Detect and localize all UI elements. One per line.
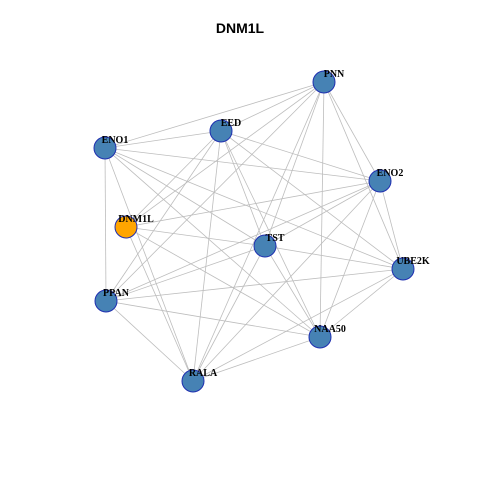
edge-eno1-ppan	[104, 147, 107, 302]
edge-pnn-eno2	[323, 81, 381, 182]
node-tst	[253, 234, 277, 258]
edge-dnm1l-rala	[125, 226, 194, 382]
edge-eed-dnm1l	[125, 130, 222, 228]
node-ppan	[94, 289, 118, 313]
node-ube2k	[391, 257, 415, 281]
edge-tst-rala	[192, 245, 266, 382]
edge-pnn-rala	[192, 81, 325, 382]
edge-ube2k-naa50	[319, 268, 404, 338]
edge-eno2-naa50	[319, 180, 381, 338]
node-pnn	[312, 70, 336, 94]
edge-pnn-dnm1l	[125, 81, 325, 228]
edge-tst-ppan	[105, 245, 266, 302]
node-label-eno1: ENO1	[102, 135, 129, 146]
edge-ppan-rala	[105, 300, 194, 382]
edge-eno1-rala	[104, 147, 194, 382]
node-dnm1l	[114, 215, 138, 239]
node-label-pnn: PNN	[324, 69, 345, 80]
edge-pnn-eno1	[104, 81, 325, 149]
edge-eno1-naa50	[104, 147, 321, 338]
edge-pnn-naa50	[319, 81, 325, 338]
node-label-tst: TST	[266, 233, 285, 244]
node-label-eno2: ENO2	[377, 168, 404, 179]
edge-eed-ube2k	[220, 130, 404, 270]
node-layer	[93, 70, 415, 393]
edge-eno1-ube2k	[104, 147, 404, 270]
graph-title: DNM1L	[215, 20, 265, 36]
edge-eno2-tst	[264, 180, 381, 247]
edge-eed-rala	[192, 130, 222, 382]
edge-ube2k-ppan	[105, 268, 404, 302]
edge-dnm1l-naa50	[125, 226, 321, 338]
edge-layer	[104, 81, 404, 382]
node-naa50	[308, 325, 332, 349]
node-eno2	[368, 169, 392, 193]
node-label-ube2k: UBE2K	[396, 256, 430, 267]
edge-tst-naa50	[264, 245, 321, 338]
edge-tst-ube2k	[264, 245, 404, 270]
node-label-dnm1l: DNM1L	[118, 214, 154, 225]
node-label-ppan: PPAN	[103, 288, 130, 299]
node-eno1	[93, 136, 117, 160]
edge-eno2-dnm1l	[125, 180, 381, 228]
edge-eno1-tst	[104, 147, 266, 247]
edge-eed-naa50	[220, 130, 321, 338]
edge-eno2-ube2k	[379, 180, 404, 270]
edge-ppan-naa50	[105, 300, 321, 338]
node-label-naa50: NAA50	[314, 324, 346, 335]
edge-naa50-rala	[192, 336, 321, 382]
edge-eed-eno2	[220, 130, 381, 182]
edge-ube2k-rala	[192, 268, 404, 382]
node-eed	[209, 119, 233, 143]
node-label-rala: RALA	[189, 368, 218, 379]
edge-pnn-tst	[264, 81, 325, 247]
node-label-eed: EED	[221, 118, 242, 129]
edge-pnn-eed	[220, 81, 325, 132]
edge-dnm1l-tst	[125, 226, 266, 247]
edge-eed-eno1	[104, 130, 222, 149]
edge-eed-tst	[220, 130, 266, 247]
edge-eno2-ppan	[105, 180, 381, 302]
edge-eno1-eno2	[104, 147, 381, 182]
node-rala	[181, 369, 205, 393]
